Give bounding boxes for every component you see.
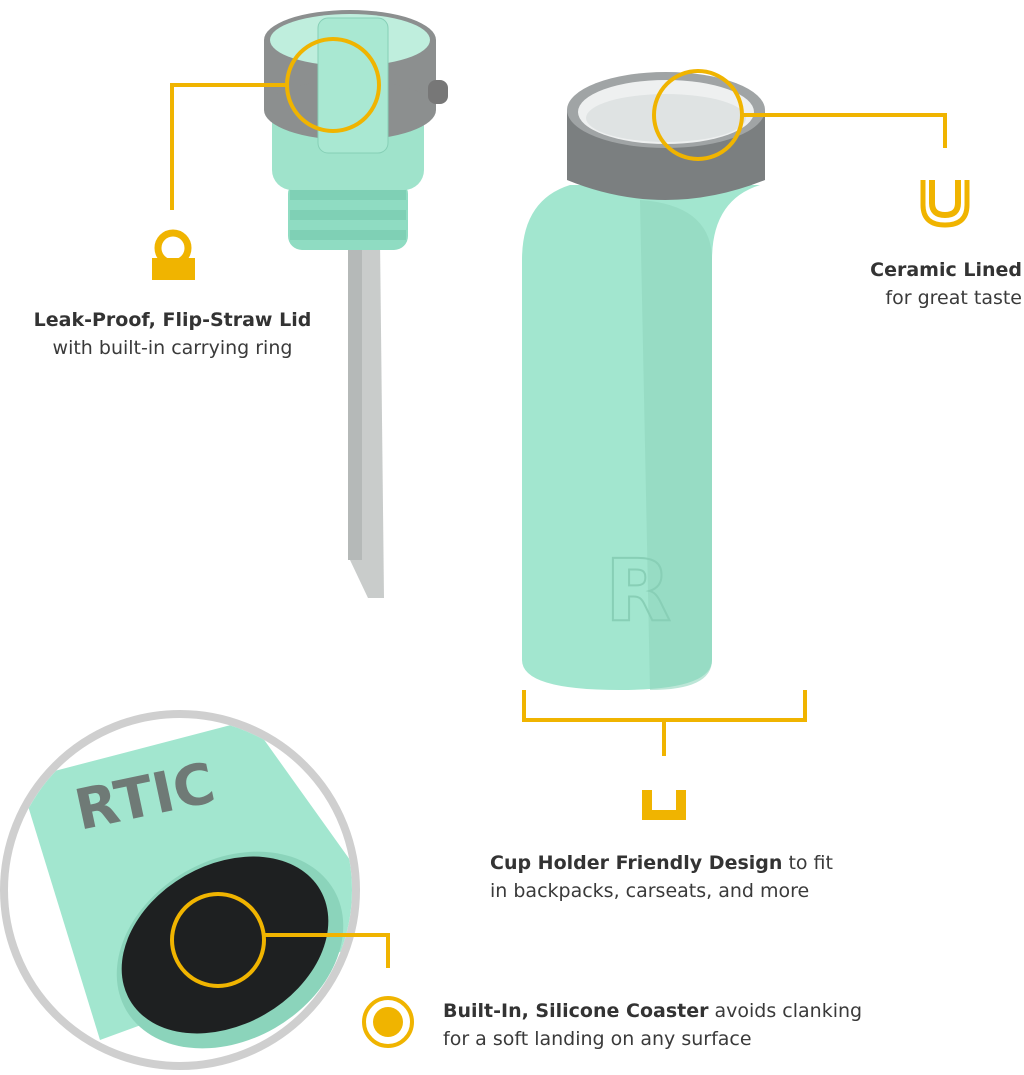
straw	[348, 240, 384, 598]
coaster-icon	[362, 996, 414, 1048]
cup-holder-icon	[642, 790, 686, 820]
feature-title: Leak-Proof, Flip-Straw Lid	[33, 309, 312, 331]
feature-desc: for a soft landing on any surface	[443, 1028, 752, 1050]
feature-coaster: Built-In, Silicone Coaster avoids clanki…	[443, 997, 862, 1053]
feature-title-suffix: to fit	[782, 852, 833, 874]
feature-ceramic: Ceramic Lined for great taste	[870, 256, 1022, 312]
feature-cup-holder: Cup Holder Friendly Design to fit in bac…	[490, 849, 833, 905]
feature-title: Ceramic Lined	[870, 259, 1022, 281]
feature-desc: with built-in carrying ring	[52, 337, 293, 359]
feature-title: Built-In, Silicone Coaster	[443, 1000, 709, 1022]
bottle-logo-emboss: R	[605, 541, 671, 641]
bottle: R	[522, 72, 765, 690]
feature-title-suffix: avoids clanking	[708, 1000, 863, 1022]
feature-desc: for great taste	[885, 287, 1022, 309]
coaster-closeup: RTIC	[0, 710, 360, 1070]
feature-title: Cup Holder Friendly Design	[490, 852, 783, 874]
ceramic-liner-icon	[920, 180, 970, 228]
callout-lines	[170, 37, 947, 988]
feature-desc: in backpacks, carseats, and more	[490, 880, 810, 902]
carry-ring-icon	[152, 229, 195, 280]
feature-lid: Leak-Proof, Flip-Straw Lid with built-in…	[0, 306, 345, 362]
flip-straw-lid	[264, 10, 448, 250]
